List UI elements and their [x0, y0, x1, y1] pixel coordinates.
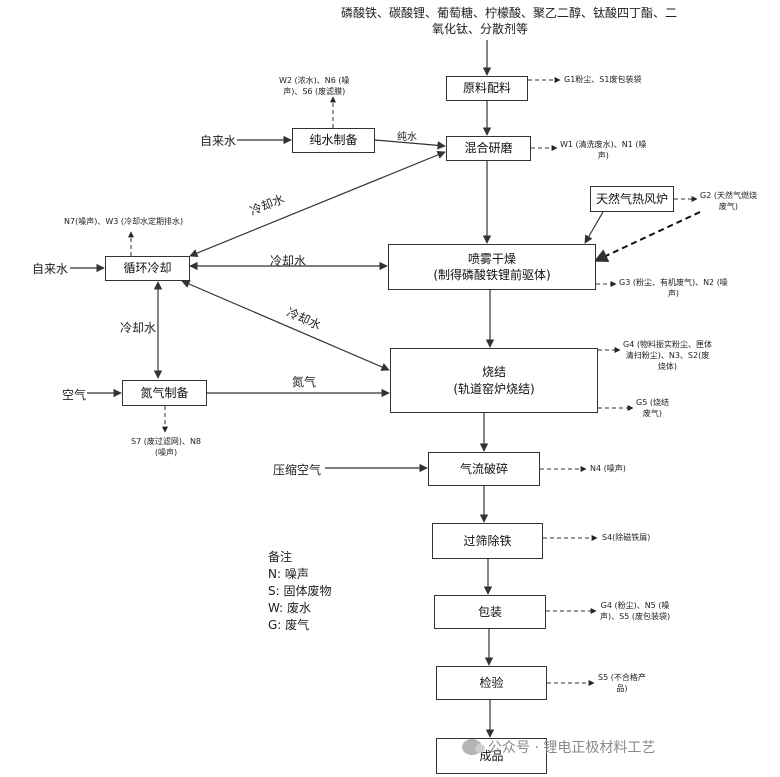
pure-water-label: 纯水制备: [309, 133, 358, 148]
compressed-air-label: 压缩空气: [273, 463, 322, 477]
gas-stove-box: 天然气热风炉: [590, 186, 674, 212]
emission-w1-line2: 声): [597, 150, 609, 160]
emission-g2-line1: G2 (天然气燃烧: [700, 191, 757, 200]
spray-drying-label: 喷雾干燥: [467, 251, 516, 266]
air-label: 空气: [62, 388, 87, 402]
legend-solid-waste: S: 固体废物: [268, 584, 332, 598]
emission-g4b: G4 (粉尘)、N5 (噪 声)、S5 (废包装袋): [600, 601, 670, 623]
emission-s5: S5 (不合格产 品): [598, 673, 646, 695]
emission-g4a-line2: 清扫粉尘)、N3、S2(废: [625, 350, 710, 360]
airflow-crush-label: 气流破碎: [459, 461, 508, 476]
emission-w2-line1: W2 (浓水)、N6 (噪: [279, 76, 350, 85]
cooling-label: 循环冷却: [123, 261, 172, 276]
emission-w1: W1 (清洗废水)、N1 (噪 声): [560, 140, 647, 162]
legend-noise: N: 噪声: [268, 567, 309, 581]
emission-s7: S7 (废过滤网)、N8 (噪声): [131, 437, 201, 459]
emission-w2: W2 (浓水)、N6 (噪 声)、S6 (废滤膜): [279, 76, 350, 98]
gas-stove-label: 天然气热风炉: [595, 191, 668, 206]
emission-n4: N4 (噪声): [590, 464, 626, 473]
emission-s4: S4(除磁铁屑): [602, 533, 651, 542]
sieve-box: 过筛除铁: [432, 523, 543, 559]
watermark: 公众号 · 锂电正极材料工艺: [462, 737, 655, 757]
sintering-sublabel: (轨道窑炉烧结): [453, 381, 535, 396]
emission-g1: G1粉尘、S1废包装袋: [564, 75, 642, 84]
airflow-crush-box: 气流破碎: [428, 452, 540, 486]
arrow-stove-to-spray: [584, 211, 604, 244]
emission-g3-line2: 声): [667, 288, 679, 298]
inspection-box: 检验: [436, 666, 547, 700]
nitrogen-box: 氮气制备: [122, 380, 207, 406]
arrow-g2-to-spray: [593, 211, 701, 263]
packing-box: 包装: [434, 595, 546, 629]
emission-s7-line2: (噪声): [154, 447, 178, 457]
emission-s5-line2: 品): [616, 683, 628, 693]
product-label: 成品: [479, 748, 504, 763]
emission-s5-line1: S5 (不合格产: [598, 673, 646, 682]
product-box: 成品: [436, 738, 547, 774]
emission-g4a: G4 (物料振实粉尘、匣体 清扫粉尘)、N3、S2(废 烧体): [623, 340, 712, 372]
packing-label: 包装: [477, 604, 502, 619]
legend-waste-water: W: 废水: [268, 601, 312, 615]
arrow-cooling-sinter: [181, 280, 390, 371]
emission-s7-line1: S7 (废过滤网)、N8: [131, 437, 202, 446]
pure-water-flow-label: 纯水: [397, 132, 417, 143]
wechat-icon: [462, 739, 485, 755]
emission-w2-line2: 声)、S6 (废滤膜): [283, 86, 346, 96]
legend-waste-gas: G: 废气: [268, 618, 310, 632]
pure-water-box: 纯水制备: [292, 128, 375, 153]
raw-batching-box: 原料配料: [446, 76, 528, 101]
emission-g4a-line1: G4 (物料振实粉尘、匣体: [623, 340, 712, 349]
emission-g2-line2: 废气): [718, 201, 739, 211]
tap-water-label-2: 自来水: [32, 262, 69, 276]
emission-g4a-line3: 烧体): [657, 361, 678, 371]
emission-g4b-line1: G4 (粉尘)、N5 (噪: [600, 601, 670, 610]
emission-g5-line2: 废气): [642, 408, 663, 418]
cooling-water-flow-label-2: 冷却水: [270, 254, 307, 268]
emission-w1-line1: W1 (清洗废水)、N1 (噪: [560, 140, 647, 149]
emission-g2: G2 (天然气燃烧 废气): [700, 191, 757, 213]
inspection-label: 检验: [479, 675, 504, 690]
emission-g4b-line2: 声)、S5 (废包装袋): [600, 611, 671, 621]
sintering-label: 烧结: [481, 365, 506, 380]
legend-title: 备注: [268, 550, 293, 564]
nitrogen-flow-label: 氮气: [292, 375, 317, 389]
emission-g5: G5 (烧结 废气): [636, 398, 669, 420]
watermark-text: 公众号 · 锂电正极材料工艺: [488, 740, 656, 756]
emission-n7: N7(噪声)、W3 (冷却水定期排水): [64, 217, 184, 226]
cooling-box: 循环冷却: [105, 256, 190, 281]
raw-batching-label: 原料配料: [462, 81, 511, 96]
cooling-water-flow-label-4: 冷却水: [120, 321, 157, 335]
top-inputs-line2: 氧化钛、分散剂等: [432, 22, 529, 36]
nitrogen-label: 氮气制备: [140, 385, 189, 400]
arrow-pure-to-mix: [374, 139, 446, 150]
top-inputs-line1: 磷酸铁、碳酸锂、葡萄糖、柠檬酸、聚乙二醇、钛酸四丁酯、二: [341, 6, 678, 20]
emission-g3: G3 (粉尘、有机废气)、N2 (噪 声): [619, 278, 728, 300]
tap-water-label-1: 自来水: [200, 134, 237, 148]
arrow-cooling-mix: [189, 150, 446, 258]
sieve-label: 过筛除铁: [463, 533, 512, 548]
mixing-grinding-label: 混合研磨: [464, 141, 513, 156]
spray-drying-box: 喷雾干燥 (制得磷酸铁锂前驱体): [388, 244, 596, 290]
emission-g3-line1: G3 (粉尘、有机废气)、N2 (噪: [619, 278, 728, 287]
mixing-grinding-box: 混合研磨: [446, 136, 531, 161]
emission-g5-line1: G5 (烧结: [636, 398, 669, 407]
legend: 备注 N: 噪声 S: 固体废物 W: 废水 G: 废气: [268, 549, 331, 634]
sintering-box: 烧结 (轨道窑炉烧结): [390, 348, 598, 413]
spray-drying-sublabel: (制得磷酸铁锂前驱体): [433, 268, 551, 282]
